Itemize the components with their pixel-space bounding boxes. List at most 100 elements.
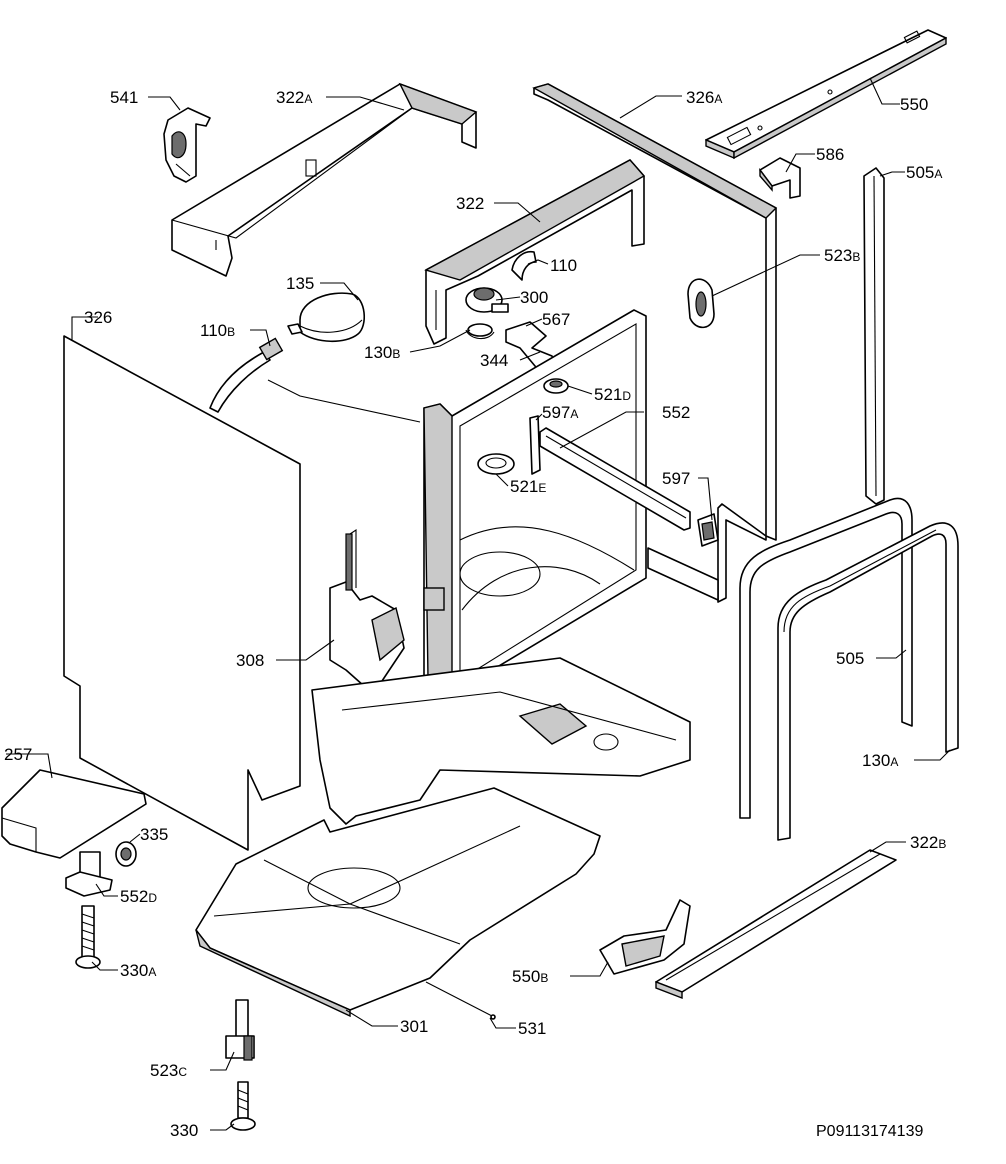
svg-text:567: 567 <box>542 310 570 329</box>
label-521e: 521E <box>510 477 546 496</box>
label-110b: 110B <box>200 321 235 340</box>
svg-text:130B: 130B <box>364 343 400 362</box>
svg-text:523C: 523C <box>150 1061 187 1080</box>
part-tub-front-frame <box>423 309 647 695</box>
label-586: 586 <box>816 145 844 164</box>
label-300: 300 <box>520 288 548 307</box>
label-330: 330 <box>170 1121 198 1140</box>
part-326a-side-panel <box>532 83 778 603</box>
label-505: 505 <box>836 649 864 668</box>
svg-text:550B: 550B <box>512 967 548 986</box>
part-326-side-panel <box>63 335 421 851</box>
part-505a-strip <box>863 167 885 505</box>
label-135: 135 <box>286 274 314 293</box>
part-552-rail <box>539 427 691 531</box>
label-344: 344 <box>480 351 508 370</box>
label-257: 257 <box>4 745 32 764</box>
label-552d: 552D <box>120 887 157 906</box>
part-523c-hinge <box>225 999 255 1061</box>
part-597a-guide <box>529 415 541 475</box>
label-330a: 330A <box>120 961 156 980</box>
part-301-base-tray <box>195 787 601 1018</box>
part-531-rod <box>425 981 496 1020</box>
part-550b-bracket <box>599 899 691 975</box>
svg-text:344: 344 <box>480 351 508 370</box>
svg-text:597: 597 <box>662 469 690 488</box>
label-597a: 597A <box>542 403 578 422</box>
label-521d: 521D <box>594 385 631 404</box>
svg-text:326: 326 <box>84 308 112 327</box>
svg-text:523B: 523B <box>824 246 860 265</box>
svg-text:335: 335 <box>140 825 168 844</box>
label-523b: 523B <box>824 246 860 265</box>
svg-text:550: 550 <box>900 95 928 114</box>
svg-text:505: 505 <box>836 649 864 668</box>
label-541: 541 <box>110 88 138 107</box>
svg-text:308: 308 <box>236 651 264 670</box>
svg-text:552: 552 <box>662 403 690 422</box>
label-523c: 523C <box>150 1061 187 1080</box>
drawing-code: P09113174139 <box>816 1123 923 1140</box>
svg-text:110: 110 <box>550 256 577 275</box>
svg-text:541: 541 <box>110 88 138 107</box>
label-308: 308 <box>236 651 264 670</box>
part-335-ring <box>115 841 137 867</box>
label-550: 550 <box>900 95 928 114</box>
svg-text:330: 330 <box>170 1121 198 1140</box>
svg-text:586: 586 <box>816 145 844 164</box>
part-550-top-rail <box>705 29 947 160</box>
part-505-gasket <box>739 497 913 819</box>
label-326a: 326A <box>686 88 722 107</box>
svg-text:322B: 322B <box>910 833 946 852</box>
part-322b-rail <box>655 849 897 1000</box>
label-505a: 505A <box>906 163 942 182</box>
svg-text:597A: 597A <box>542 403 578 422</box>
label-597: 597 <box>662 469 690 488</box>
part-130a-gasket <box>777 522 959 841</box>
svg-text:301: 301 <box>400 1017 428 1036</box>
svg-text:257: 257 <box>4 745 32 764</box>
label-531: 531 <box>518 1019 546 1038</box>
part-308-bracket <box>329 528 405 687</box>
part-322a-upper-frame <box>171 82 478 277</box>
label-110: 110 <box>550 256 577 275</box>
part-257-box <box>1 769 147 859</box>
label-301: 301 <box>400 1017 428 1036</box>
label-130a: 130A <box>862 751 898 770</box>
part-322-inner-frame <box>424 159 646 345</box>
part-130b-hose <box>465 329 495 340</box>
svg-text:505A: 505A <box>906 163 942 182</box>
label-567: 567 <box>542 310 570 329</box>
leader-lines <box>6 77 951 1131</box>
label-130b: 130B <box>364 343 400 362</box>
label-322a: 322A <box>276 88 312 107</box>
svg-text:521D: 521D <box>594 385 631 404</box>
part-521e-ring <box>477 453 515 475</box>
label-326: 326 <box>84 308 112 327</box>
part-base-frame <box>311 657 691 825</box>
part-552d-holder <box>65 851 113 897</box>
part-597-guide <box>697 513 719 547</box>
label-335: 335 <box>140 825 168 844</box>
svg-text:326A: 326A <box>686 88 722 107</box>
part-586-bracket <box>759 157 801 199</box>
svg-text:130A: 130A <box>862 751 898 770</box>
part-135-cap <box>287 292 365 343</box>
part-330a-screw <box>75 905 101 969</box>
label-322: 322 <box>456 194 484 213</box>
svg-text:521E: 521E <box>510 477 546 496</box>
part-330-screw <box>230 1081 256 1131</box>
part-521d-ring <box>543 378 569 394</box>
part-110b-hose <box>209 337 284 413</box>
label-552: 552 <box>662 403 690 422</box>
svg-text:552D: 552D <box>120 887 157 906</box>
part-110-tube <box>511 250 537 281</box>
svg-text:135: 135 <box>286 274 314 293</box>
svg-text:322A: 322A <box>276 88 312 107</box>
svg-text:322: 322 <box>456 194 484 213</box>
svg-text:110B: 110B <box>200 321 235 340</box>
svg-text:531: 531 <box>518 1019 546 1038</box>
label-322b: 322B <box>910 833 946 852</box>
svg-text:300: 300 <box>520 288 548 307</box>
part-300-valve <box>465 287 509 337</box>
